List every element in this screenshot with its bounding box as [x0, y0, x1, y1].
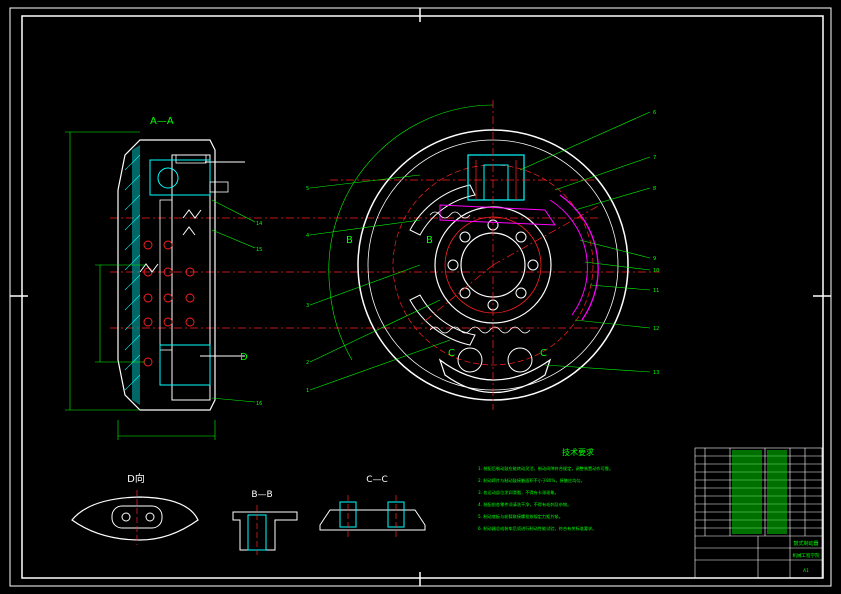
part-number-5: 5 — [306, 186, 309, 192]
front-view: 6 7 8 9 10 11 12 13 5 4 3 2 1 B B C C — [306, 100, 659, 410]
technical-notes: 技术要求 1. 装配后制动鼓应能转动灵活，制动间隙符合规定，调整装置动作可靠。 … — [478, 447, 613, 532]
part-number-15: 15 — [256, 247, 262, 253]
part-number-9: 9 — [653, 256, 656, 262]
part-number-11: 11 — [653, 288, 659, 294]
part-number-8: 8 — [653, 186, 656, 192]
part-number-16: 16 — [256, 401, 262, 407]
note-item-3: 3. 各运动部位涂润滑脂，不得有卡滞现象。 — [478, 489, 559, 496]
view-b-mark: B — [426, 235, 433, 246]
cc-view-label: C—C — [366, 475, 388, 485]
part-number-1: 1 — [306, 388, 309, 394]
parts-list — [694, 447, 823, 579]
note-item-6: 6. 制动器总成装车后须进行制动性能试验，符合有关标准要求。 — [478, 525, 596, 532]
note-item-2: 2. 制动蹄片与制动鼓接触面积不小于80%，接触应均匀。 — [478, 477, 585, 484]
view-d-mark: D — [240, 352, 248, 363]
parts-list-fill — [732, 450, 787, 534]
part-number-3: 3 — [306, 303, 309, 309]
bb-view: B—B — [232, 490, 298, 555]
part-number-6: 6 — [653, 110, 656, 116]
cc-view: C—C — [319, 475, 426, 540]
part-number-7: 7 — [653, 155, 656, 161]
section-aa-label: A—A — [150, 116, 174, 127]
title-school: 机械工程学院 — [793, 552, 820, 559]
view-b-label: B — [346, 235, 353, 246]
part-number-4: 4 — [306, 233, 309, 239]
part-number-14: 14 — [256, 221, 262, 227]
note-item-1: 1. 装配后制动鼓应能转动灵活，制动间隙符合规定，调整装置动作可靠。 — [478, 465, 613, 472]
part-number-12: 12 — [653, 326, 659, 332]
centering-marks — [10, 8, 831, 586]
title-drawing-name: 鼓式制动器 — [793, 540, 818, 547]
d-view-label: D向 — [127, 472, 145, 485]
note-item-4: 4. 装配前各零件须清洗干净，不得有毛刺及杂物。 — [478, 501, 571, 508]
inner-frame — [21, 15, 824, 579]
section-aa-view: A—A D 14 15 16 — [65, 116, 660, 440]
part-number-10: 10 — [653, 268, 659, 274]
notes-heading: 技术要求 — [562, 447, 594, 457]
part-number-2: 2 — [306, 360, 309, 366]
view-c-right: C — [540, 348, 547, 359]
d-view: D向 — [71, 472, 199, 545]
view-c-left: C — [448, 348, 455, 359]
bb-view-label: B—B — [251, 490, 272, 500]
title-sheet: A1 — [803, 568, 809, 574]
part-number-13: 13 — [653, 370, 659, 376]
note-item-5: 5. 制动底板与轮毂联接螺栓按规定力矩拧紧。 — [478, 513, 563, 520]
